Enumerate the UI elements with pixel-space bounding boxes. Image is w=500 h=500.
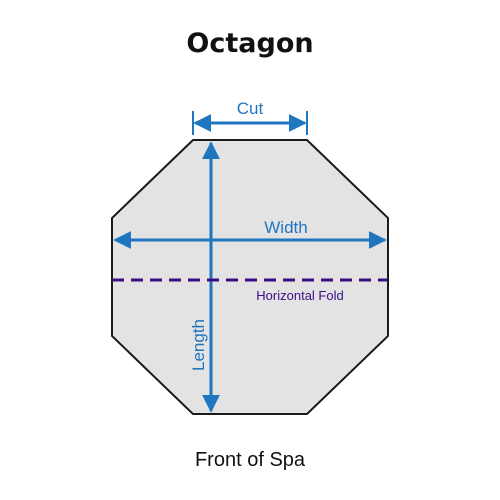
width-label: Width	[264, 218, 307, 237]
diagram-title: Octagon	[186, 28, 314, 59]
octagon-shape	[111, 139, 389, 415]
front-of-spa-label: Front of Spa	[194, 449, 306, 471]
fold-label: Horizontal Fold	[256, 288, 343, 303]
cut-label: Cut	[237, 99, 264, 118]
length-label: Length	[189, 319, 208, 371]
